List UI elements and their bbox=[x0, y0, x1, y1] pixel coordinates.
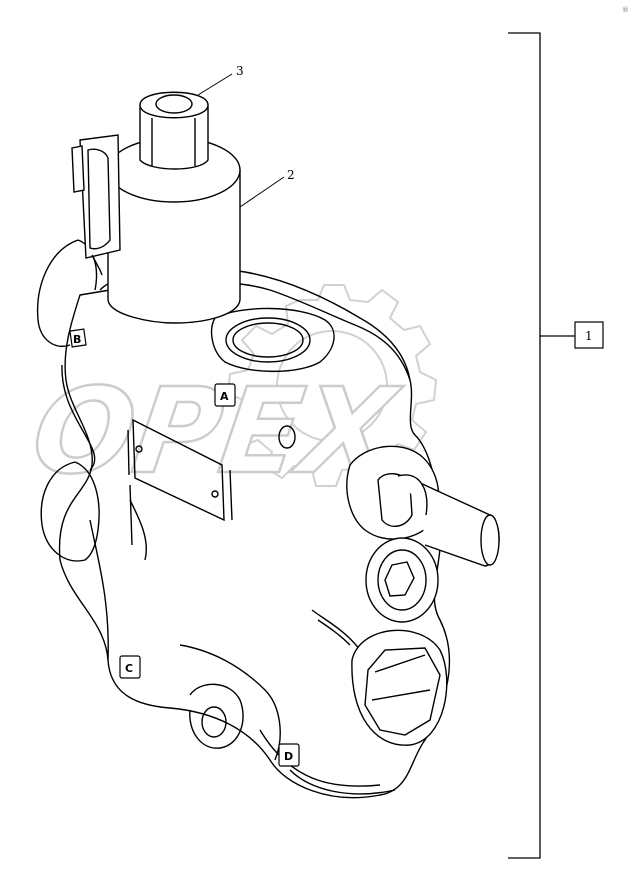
port-label-d: D bbox=[278, 743, 300, 767]
port-label-b-text: B bbox=[73, 333, 81, 346]
corner-mark: ® bbox=[622, 6, 629, 14]
electrical-connector bbox=[71, 134, 121, 276]
port-label-c: C bbox=[119, 655, 141, 679]
port-label-a: A bbox=[214, 383, 236, 407]
port-label-a-text: A bbox=[220, 390, 229, 403]
port-label-b: B bbox=[69, 328, 87, 348]
solenoid-nut bbox=[139, 91, 209, 170]
callout-3-number: 3 bbox=[236, 64, 244, 78]
ref-box-1-number: 1 bbox=[585, 329, 593, 343]
valve-body bbox=[36, 239, 451, 799]
port-label-c-text: C bbox=[125, 662, 133, 675]
assembly-bracket bbox=[508, 32, 575, 859]
callout-3: 3 bbox=[197, 64, 244, 96]
hex-plug bbox=[351, 629, 448, 746]
callout-2: 2 bbox=[239, 168, 295, 208]
right-plunger bbox=[346, 445, 500, 567]
ref-box-1: 1 bbox=[574, 321, 604, 349]
callout-2-number: 2 bbox=[287, 168, 295, 182]
port-label-d-text: D bbox=[284, 750, 293, 763]
hex-socket-plug bbox=[365, 537, 439, 623]
name-plate bbox=[127, 418, 225, 522]
